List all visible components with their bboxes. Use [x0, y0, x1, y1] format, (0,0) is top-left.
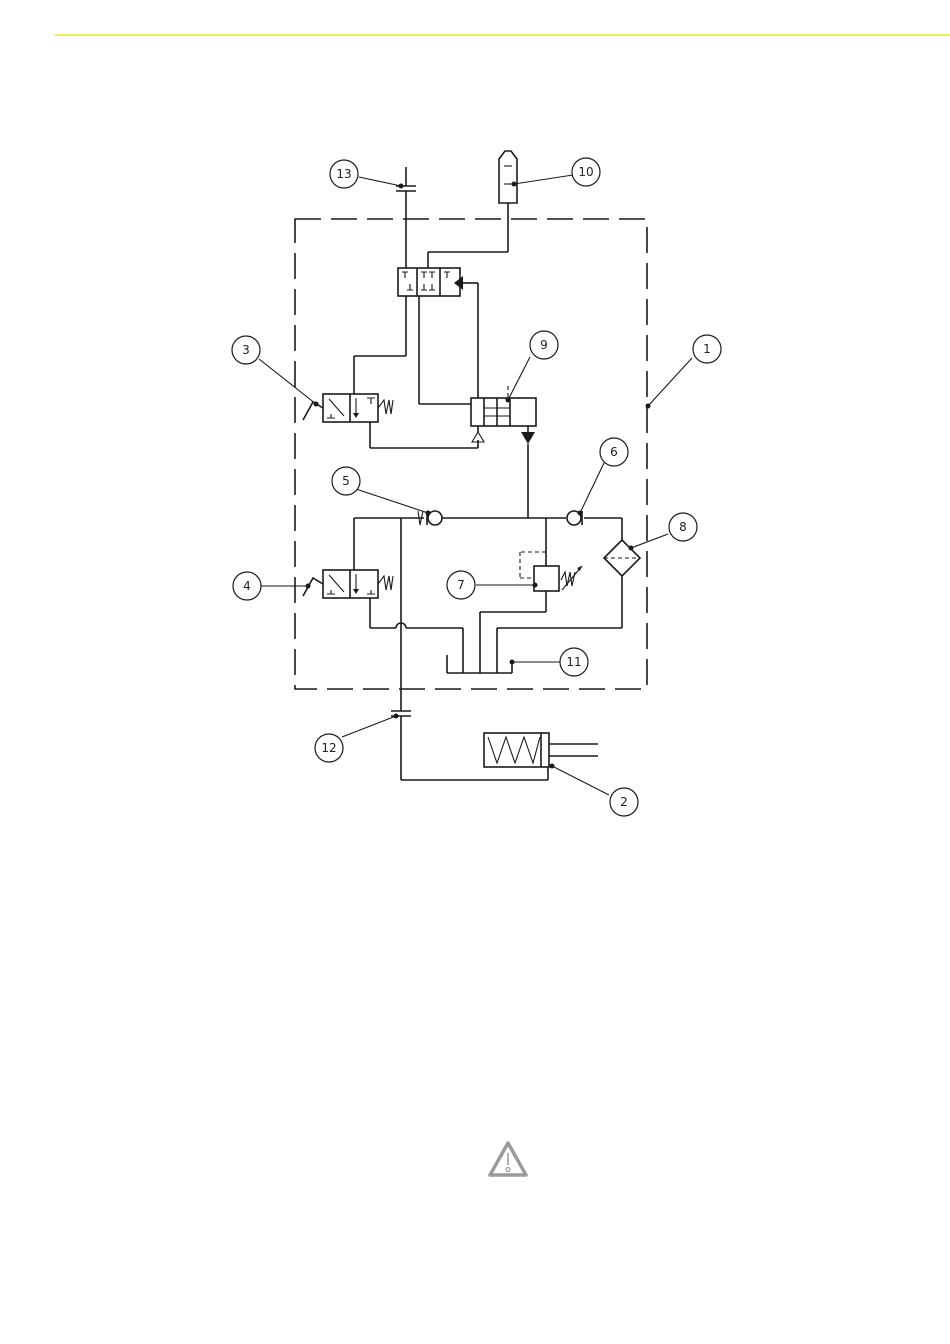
- callout-5: 5: [332, 467, 360, 495]
- callout-2: 2: [610, 788, 638, 816]
- hand-valve-4: [303, 518, 463, 673]
- pilot-valve: [398, 268, 478, 398]
- callout-6-label: 6: [610, 445, 618, 459]
- callout-3-label: 3: [242, 343, 250, 357]
- callout-5-label: 5: [342, 474, 350, 488]
- callout-8-label: 8: [679, 520, 687, 534]
- callout-7: 7: [447, 571, 475, 599]
- leader-lines: [259, 175, 692, 795]
- callout-4-label: 4: [243, 579, 251, 593]
- callout-2-label: 2: [620, 795, 628, 809]
- callout-7-label: 7: [457, 578, 465, 592]
- callout-4: 4: [233, 572, 261, 600]
- reservoir-10: [428, 151, 517, 268]
- callout-10: 10: [572, 158, 600, 186]
- control-valve-9: [471, 386, 536, 518]
- unit-enclosure: [295, 219, 647, 689]
- callout-11-label: 11: [566, 655, 581, 669]
- callout-10-label: 10: [578, 165, 593, 179]
- callout-13: 13: [330, 160, 358, 188]
- hydraulic-schematic: 1 2 3 4 5 6 7 8 9 10 11 12 13: [0, 0, 950, 900]
- callout-11: 11: [560, 648, 588, 676]
- callout-12-label: 12: [321, 741, 336, 755]
- callout-13-label: 13: [336, 167, 351, 181]
- cylinder-2: [484, 733, 598, 767]
- callout-1: 1: [693, 335, 721, 363]
- callout-9-label: 9: [540, 338, 548, 352]
- callout-9: 9: [530, 331, 558, 359]
- callout-12: 12: [315, 734, 343, 762]
- warning-triangle-icon: [487, 1140, 529, 1178]
- callout-1-label: 1: [703, 342, 711, 356]
- callout-3: 3: [232, 336, 260, 364]
- hand-valve-3: [303, 394, 478, 448]
- callout-8: 8: [669, 513, 697, 541]
- callout-6: 6: [600, 438, 628, 466]
